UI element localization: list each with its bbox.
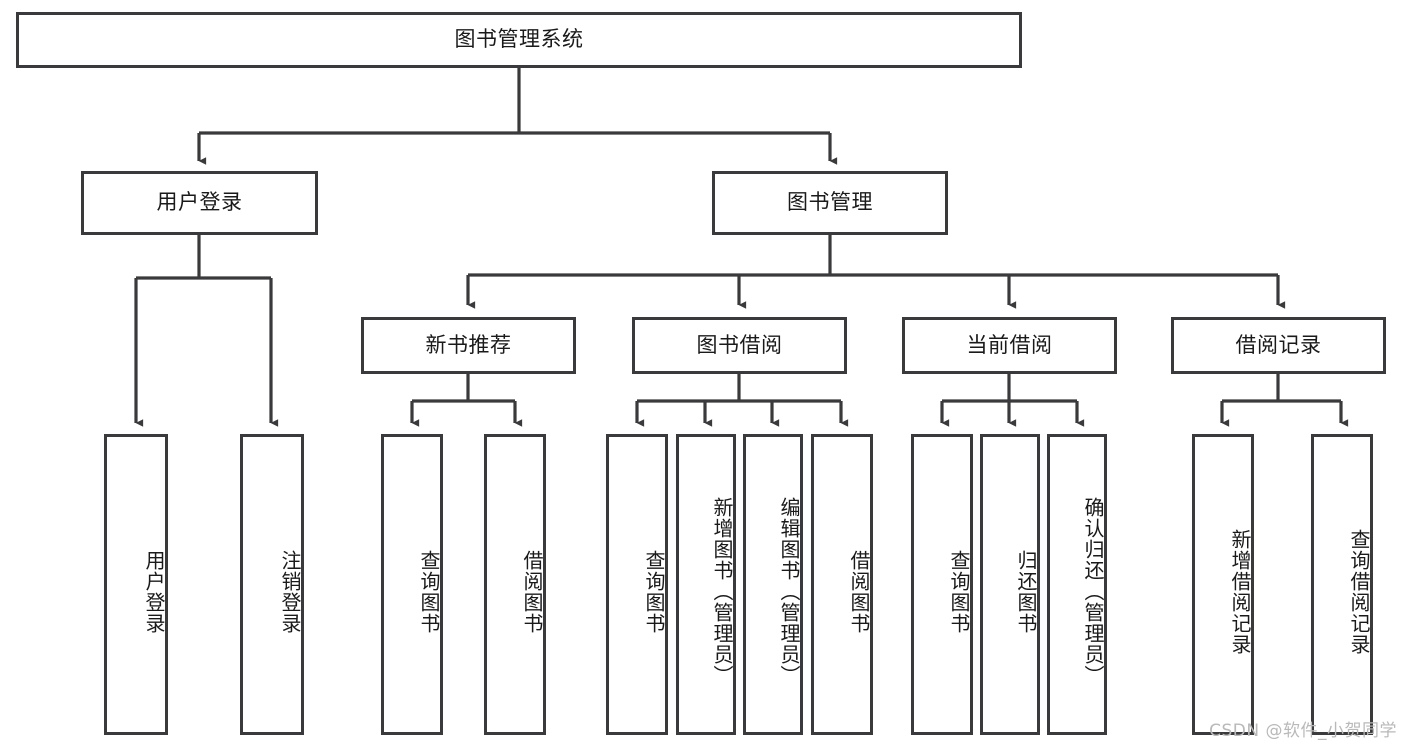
node-current-borrow-label: 当前借阅 (966, 332, 1053, 357)
leaf-add-borrow-record[interactable]: 新增借阅记录 (1192, 434, 1254, 735)
leaf-query-borrow-record[interactable]: 查询借阅记录 (1311, 434, 1373, 735)
node-user-login-label: 用户登录 (156, 190, 243, 215)
leaf-edit-book-label: 编辑图书（管理员） (777, 497, 801, 686)
leaf-query-borrow-record-label: 查询借阅记录 (1347, 528, 1371, 655)
leaf-query-book-recommend[interactable]: 查询图书 (381, 434, 443, 735)
leaf-add-borrow-record-label: 新增借阅记录 (1228, 528, 1252, 655)
node-current-borrow[interactable]: 当前借阅 (902, 317, 1117, 374)
leaf-query-book-borrow-label: 查询图书 (642, 549, 666, 634)
leaf-return-book[interactable]: 归还图书 (980, 434, 1040, 735)
node-book-borrow-label: 图书借阅 (696, 332, 783, 357)
node-book-manage-label: 图书管理 (787, 190, 873, 215)
node-root-system-label: 图书管理系统 (454, 27, 584, 52)
leaf-user-login[interactable]: 用户登录 (104, 434, 168, 735)
leaf-logout-login[interactable]: 注销登录 (240, 434, 304, 735)
leaf-borrow-book-borrow-label: 借阅图书 (847, 549, 871, 634)
node-new-book-recommend-label: 新书推荐 (425, 332, 512, 357)
node-book-borrow[interactable]: 图书借阅 (632, 317, 847, 374)
leaf-add-book-label: 新增图书（管理员） (710, 497, 734, 686)
node-book-manage[interactable]: 图书管理 (712, 171, 948, 235)
leaf-borrow-book-recommend-label: 借阅图书 (520, 549, 544, 634)
leaf-add-book[interactable]: 新增图书（管理员） (676, 434, 736, 735)
node-borrow-record-label: 借阅记录 (1235, 332, 1322, 357)
node-user-login[interactable]: 用户登录 (81, 171, 318, 235)
leaf-query-book-current-label: 查询图书 (947, 549, 971, 634)
leaf-query-book-recommend-label: 查询图书 (417, 549, 441, 634)
watermark-text: CSDN @软件_小贺同学 (1209, 721, 1397, 741)
leaf-user-login-label: 用户登录 (142, 549, 166, 634)
leaf-confirm-return[interactable]: 确认归还（管理员） (1047, 434, 1107, 735)
leaf-borrow-book-borrow[interactable]: 借阅图书 (811, 434, 873, 735)
leaf-borrow-book-recommend[interactable]: 借阅图书 (484, 434, 546, 735)
node-borrow-record[interactable]: 借阅记录 (1171, 317, 1386, 374)
node-new-book-recommend[interactable]: 新书推荐 (361, 317, 576, 374)
node-root-system[interactable]: 图书管理系统 (16, 12, 1022, 68)
leaf-logout-login-label: 注销登录 (278, 549, 302, 634)
leaf-query-book-current[interactable]: 查询图书 (911, 434, 973, 735)
leaf-return-book-label: 归还图书 (1014, 549, 1038, 634)
leaf-query-book-borrow[interactable]: 查询图书 (606, 434, 668, 735)
leaf-edit-book[interactable]: 编辑图书（管理员） (743, 434, 803, 735)
leaf-confirm-return-label: 确认归还（管理员） (1081, 497, 1105, 686)
